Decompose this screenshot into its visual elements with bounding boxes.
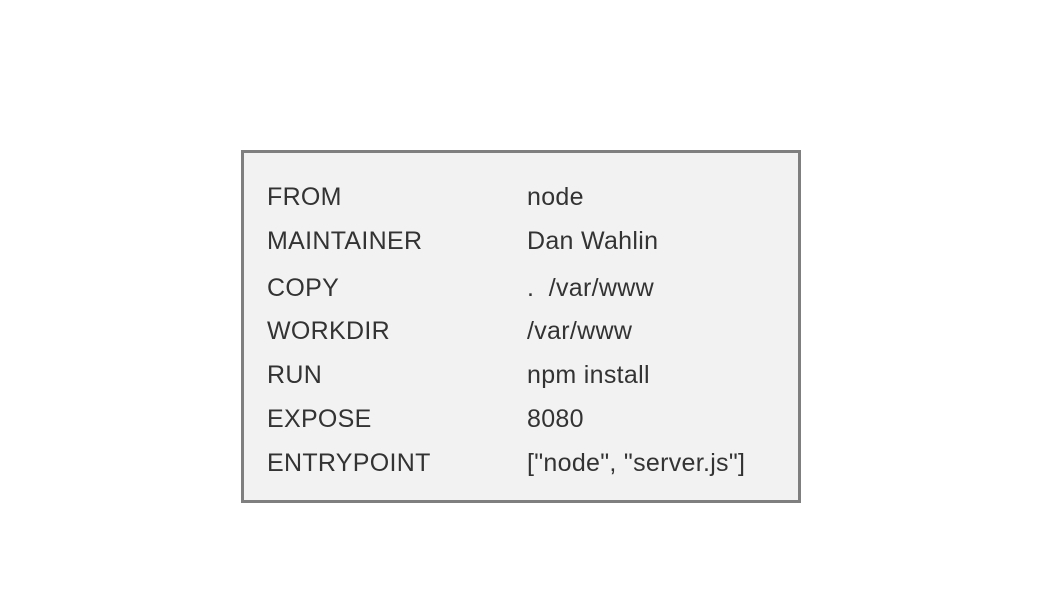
dockerfile-panel: FROM node MAINTAINER Dan Wahlin COPY . /… <box>241 150 801 503</box>
instruction-keyword: WORKDIR <box>267 317 390 345</box>
instruction-keyword: COPY <box>267 274 340 302</box>
dockerfile-line-run: RUN npm install <box>244 358 798 392</box>
instruction-argument: 8080 <box>527 405 584 433</box>
instruction-argument: node <box>527 183 584 211</box>
instruction-argument: . /var/www <box>527 274 654 302</box>
dockerfile-line-workdir: WORKDIR /var/www <box>244 314 798 348</box>
dockerfile-line-expose: EXPOSE 8080 <box>244 402 798 436</box>
dockerfile-line-entrypoint: ENTRYPOINT ["node", "server.js"] <box>244 446 798 480</box>
dockerfile-line-copy: COPY . /var/www <box>244 271 798 305</box>
instruction-keyword: FROM <box>267 183 342 211</box>
instruction-argument: npm install <box>527 361 650 389</box>
dockerfile-line-maintainer: MAINTAINER Dan Wahlin <box>244 224 798 258</box>
instruction-argument: /var/www <box>527 317 633 345</box>
instruction-argument: ["node", "server.js"] <box>527 449 746 477</box>
instruction-keyword: MAINTAINER <box>267 227 423 255</box>
instruction-keyword: ENTRYPOINT <box>267 449 431 477</box>
instruction-keyword: RUN <box>267 361 323 389</box>
instruction-keyword: EXPOSE <box>267 405 372 433</box>
dockerfile-line-from: FROM node <box>244 180 798 214</box>
instruction-argument: Dan Wahlin <box>527 227 659 255</box>
